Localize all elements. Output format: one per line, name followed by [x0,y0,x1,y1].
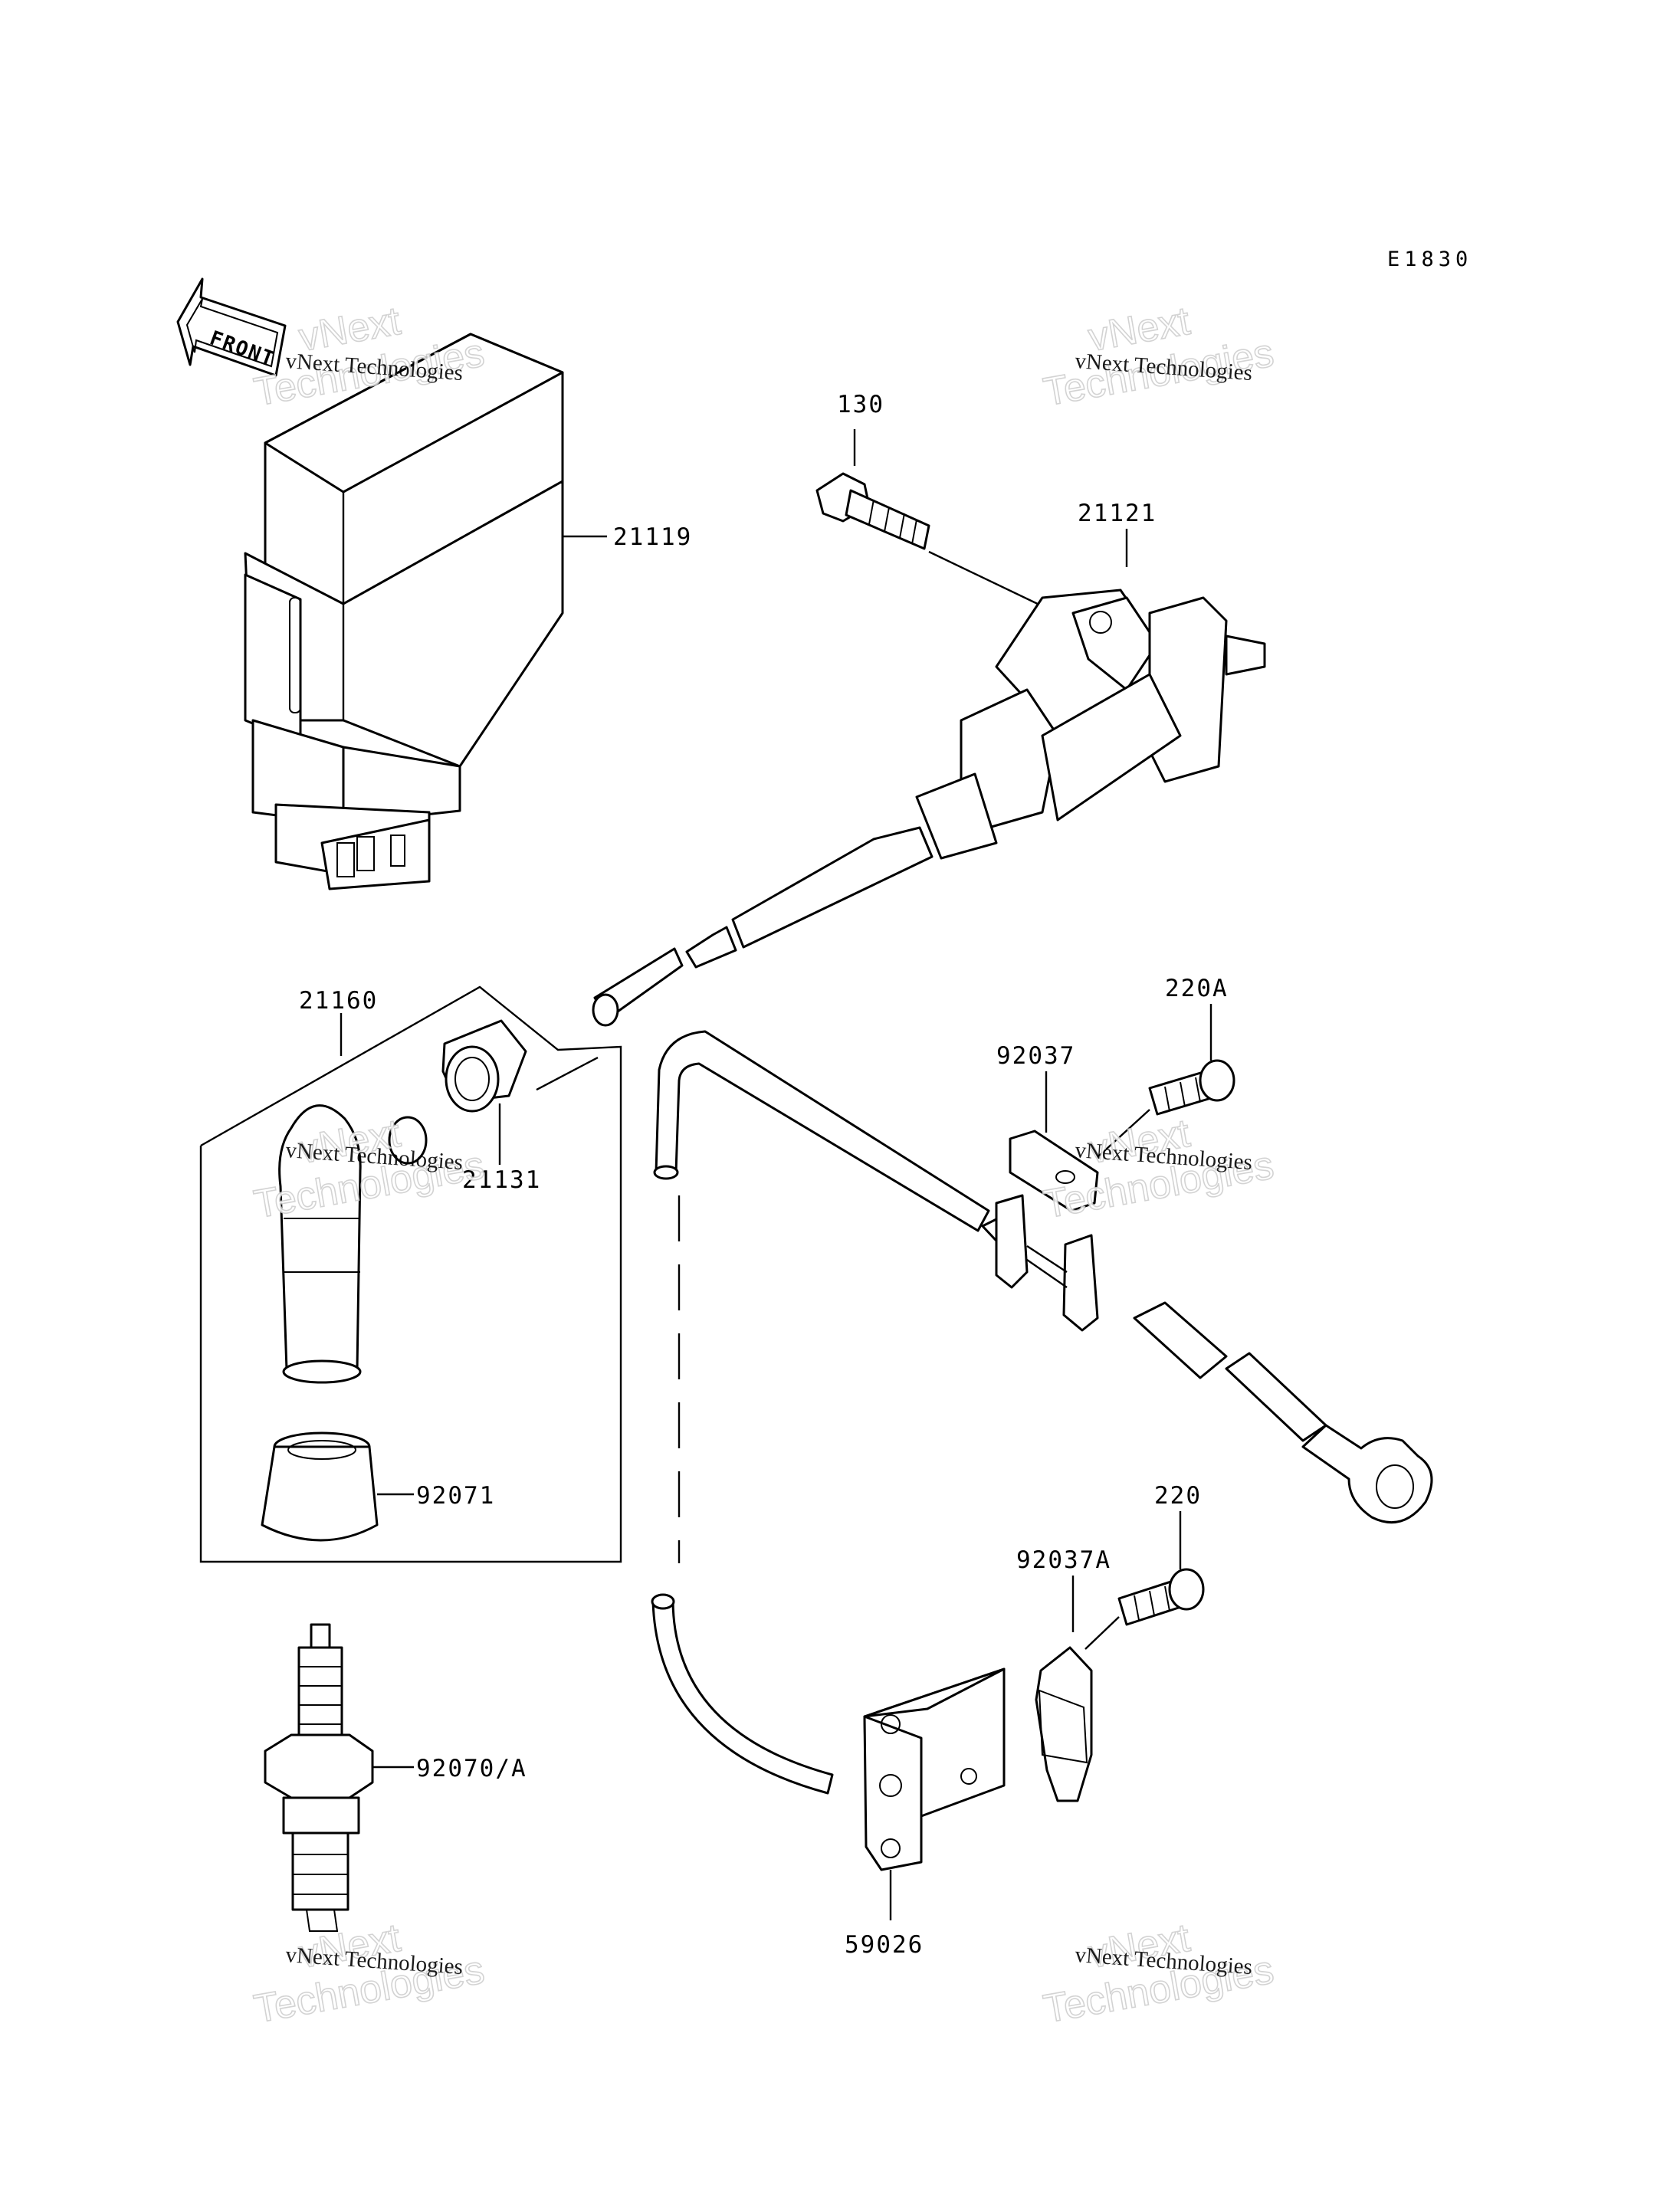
bracket-top [1009,1130,1099,1212]
screw-bottom [1117,1568,1205,1626]
label-ecu: 21119 [613,523,692,551]
plug-cap-cover [261,1431,379,1542]
diagram-code: E1830 [1387,248,1472,271]
pickup-coil-wire [651,1593,834,1795]
pickup-coil [863,1646,1093,1871]
svg-text:vNext: vNext [296,299,405,360]
spark-plug [264,1623,374,1932]
label-cap-assembly: 21160 [299,987,378,1015]
pickup-coil-lead [653,1030,1433,1524]
flange-bolt [815,472,930,550]
high-tension-lead [536,826,934,1091]
label-cap-nut: 21131 [462,1166,541,1194]
front-arrow-icon: FRONT [176,277,287,377]
label-spark-plug: 92070/A [416,1755,527,1782]
ecu-unit [244,333,564,890]
screw-top [1148,1059,1235,1116]
label-ignition-coil: 21121 [1078,500,1157,527]
label-bracket-top: 92037 [996,1042,1075,1070]
label-bolt-top: 130 [837,391,884,418]
label-bracket-bottom: 92037A [1016,1546,1111,1574]
label-pickup-coil: 59026 [845,1931,924,1959]
label-plug-cap-cover: 92071 [416,1482,495,1510]
plug-cap-assembly-box [199,985,622,1563]
label-screw-top: 220A [1165,975,1229,1002]
plug-cap [278,1104,428,1384]
cap-nut [441,1019,527,1113]
ignition-coil [915,589,1266,860]
label-screw-bottom: 220 [1154,1482,1202,1510]
